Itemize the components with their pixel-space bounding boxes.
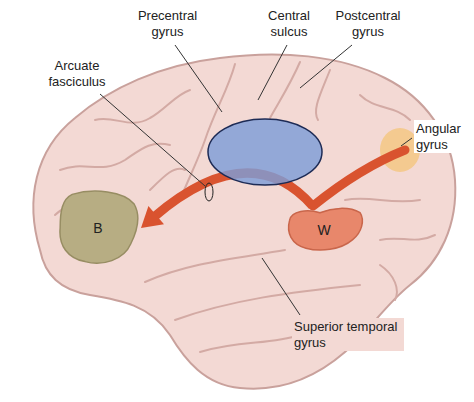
part-label: Angular gyrus [414,120,468,153]
sensorimotor-region [208,119,322,185]
brain-area: W [283,206,365,254]
part-label: Precentral gyrus [130,8,205,39]
part-label: Central sulcus [258,8,320,39]
area-outline [60,191,138,263]
area-letter: B [93,221,102,235]
area-letter: W [317,223,330,237]
leader-line [401,138,412,146]
leader-line [258,45,287,100]
brain-outline [33,54,455,388]
part-label: Arcuate fasciculus [40,58,114,89]
part-label: Superior temporal gyrus [292,318,404,351]
arcuate-tail [313,150,405,206]
area-outline [289,208,363,250]
leader-line [100,94,205,186]
arrowhead [141,206,164,228]
fasciculus-marker [205,183,213,201]
brain-area: B [55,188,141,268]
leader-line [175,45,222,112]
gyri-lines [55,62,435,352]
part-label: Postcentral gyrus [328,8,408,39]
leader-line [262,258,300,315]
leader-line [300,45,352,88]
